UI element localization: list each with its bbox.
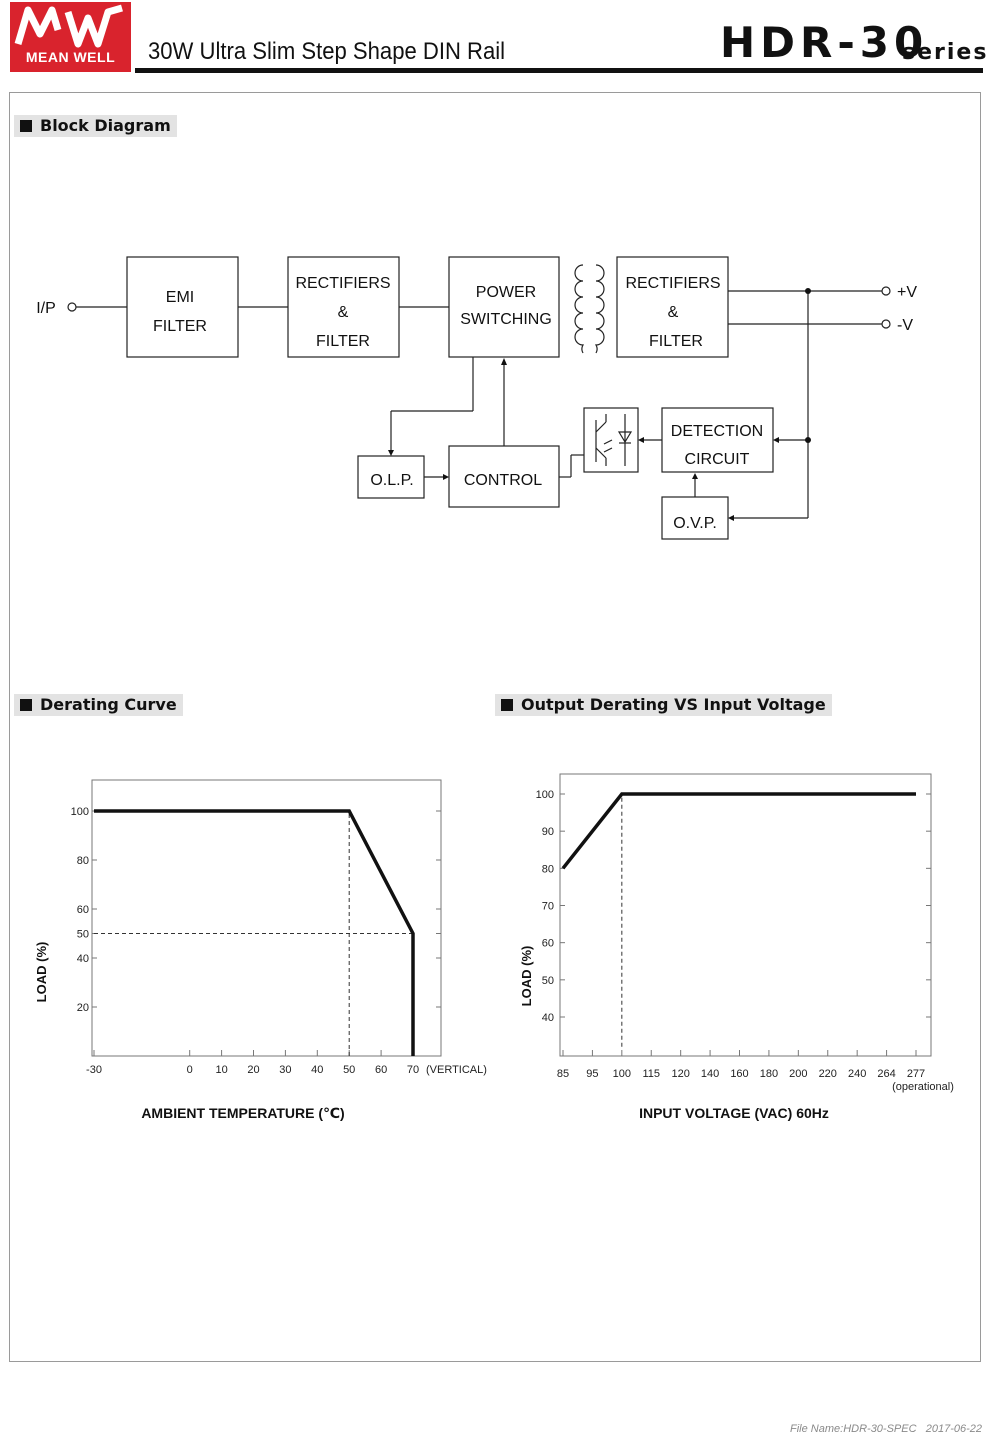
arrow-down-icon xyxy=(388,450,394,456)
rectifiers-filter-2-label: & xyxy=(668,304,679,321)
model-number: HDR-30 xyxy=(720,18,929,67)
x-tick-label: 40 xyxy=(311,1064,323,1076)
arrow-left-icon xyxy=(728,515,734,521)
x-tick-label: -30 xyxy=(86,1064,102,1076)
x-tick-label: 240 xyxy=(848,1068,866,1080)
ovp-label: O.V.P. xyxy=(673,515,717,532)
derating-curve-title: Derating Curve xyxy=(14,694,183,716)
optocoupler-icon xyxy=(583,407,639,473)
y-tick-label: 90 xyxy=(542,826,554,838)
x-tick-label: 264 xyxy=(877,1068,895,1080)
x-tick-label: 100 xyxy=(613,1068,631,1080)
document-subtitle: 30W Ultra Slim Step Shape DIN Rail xyxy=(148,38,506,65)
power-switching-label: POWER xyxy=(476,284,536,301)
x-axis-label: AMBIENT TEMPERATURE (℃) xyxy=(141,1105,344,1121)
x-tick-label: 160 xyxy=(730,1068,748,1080)
file-info: File Name:HDR-30-SPEC 2017-06-22 xyxy=(790,1423,982,1435)
file-name: File Name:HDR-30-SPEC xyxy=(790,1423,917,1435)
file-date: 2017-06-22 xyxy=(925,1423,982,1435)
bullet-square-icon xyxy=(20,120,32,132)
x-tick-label: 10 xyxy=(215,1064,227,1076)
y-tick-label: 60 xyxy=(77,904,89,916)
bullet-square-icon xyxy=(20,699,32,711)
x-tick-label: 115 xyxy=(642,1068,660,1080)
block-diagram-title-text: Block Diagram xyxy=(40,116,171,135)
rectifiers-filter-2-label: RECTIFIERS xyxy=(625,275,720,292)
x-tick-label: 120 xyxy=(671,1068,689,1080)
arrow-left-icon xyxy=(773,437,779,443)
input-label: I/P xyxy=(36,300,56,317)
y-axis-label: LOAD (%) xyxy=(519,946,534,1007)
rectifiers-filter-2-label: FILTER xyxy=(649,333,703,350)
arrow-up-icon xyxy=(692,473,698,479)
detection-circuit-label: CIRCUIT xyxy=(685,451,750,468)
x-tick-label: 180 xyxy=(760,1068,778,1080)
model-series-suffix: series xyxy=(902,40,989,65)
voltage-derating-title-text: Output Derating VS Input Voltage xyxy=(521,695,826,714)
y-tick-label: 50 xyxy=(77,929,89,941)
x-tick-label: 30 xyxy=(279,1064,291,1076)
rectifiers-filter-label: RECTIFIERS xyxy=(295,275,390,292)
output-positive-label: +V xyxy=(897,284,917,301)
y-tick-label: 40 xyxy=(542,1012,554,1024)
plot-frame xyxy=(91,779,442,1057)
derating-curve-title-text: Derating Curve xyxy=(40,695,177,714)
y-tick-label: 80 xyxy=(542,863,554,875)
x-tick-note: (operational) xyxy=(892,1081,954,1093)
y-tick-label: 40 xyxy=(77,953,89,965)
control-label: CONTROL xyxy=(464,472,542,489)
derating-line xyxy=(561,792,916,870)
y-tick-label: 70 xyxy=(542,901,554,913)
emi-filter-label: EMI xyxy=(166,289,194,306)
derating-line xyxy=(94,809,415,1056)
x-tick-label: 85 xyxy=(557,1068,569,1080)
x-tick-label: 50 xyxy=(343,1064,355,1076)
x-axis-label: INPUT VOLTAGE (VAC) 60Hz xyxy=(639,1105,829,1121)
arrow-right-icon xyxy=(443,474,449,480)
power-switching-label: SWITCHING xyxy=(460,311,552,328)
y-tick-label: 100 xyxy=(536,789,554,801)
header-rule xyxy=(135,68,983,73)
x-tick-label: 60 xyxy=(375,1064,387,1076)
logo-mark-icon xyxy=(14,4,123,48)
x-tick-label: 20 xyxy=(247,1064,259,1076)
y-axis-label: LOAD (%) xyxy=(34,942,49,1003)
plot-frame xyxy=(559,773,932,1057)
x-tick-label: 277 xyxy=(907,1068,925,1080)
bullet-square-icon xyxy=(501,699,513,711)
y-tick-label: 80 xyxy=(77,855,89,867)
x-tick-label: 95 xyxy=(586,1068,598,1080)
logo-text: MEAN WELL xyxy=(25,49,116,65)
junction-dot xyxy=(805,288,811,294)
arrow-left-icon xyxy=(638,437,644,443)
junction-dot xyxy=(805,437,811,443)
output-negative-label: -V xyxy=(897,317,913,334)
emi-filter-label: FILTER xyxy=(153,318,207,335)
arrow-up-icon xyxy=(501,358,507,365)
transformer-icon xyxy=(574,264,605,354)
x-tick-note: (VERTICAL) xyxy=(426,1064,487,1076)
y-tick-label: 60 xyxy=(542,938,554,950)
y-tick-label: 20 xyxy=(77,1002,89,1014)
olp-label: O.L.P. xyxy=(370,472,413,489)
x-tick-label: 140 xyxy=(701,1068,719,1080)
rectifiers-filter-label: FILTER xyxy=(316,333,370,350)
block-diagram-title: Block Diagram xyxy=(14,115,177,137)
x-tick-label: 220 xyxy=(819,1068,837,1080)
mean-well-logo: MEAN WELL xyxy=(10,2,131,72)
detection-circuit-label: DETECTION xyxy=(671,423,763,440)
rectifiers-filter-label: & xyxy=(338,304,349,321)
x-tick-label: 70 xyxy=(407,1064,419,1076)
y-tick-label: 50 xyxy=(542,975,554,987)
block-diagram: I/P EMI FILTER RECTIFIERS & FILTER POWER… xyxy=(36,256,917,540)
y-tick-label: 100 xyxy=(71,806,89,818)
x-tick-label: 200 xyxy=(789,1068,807,1080)
voltage-derating-title: Output Derating VS Input Voltage xyxy=(495,694,832,716)
content-frame xyxy=(9,92,981,1362)
x-tick-label: 0 xyxy=(187,1064,193,1076)
